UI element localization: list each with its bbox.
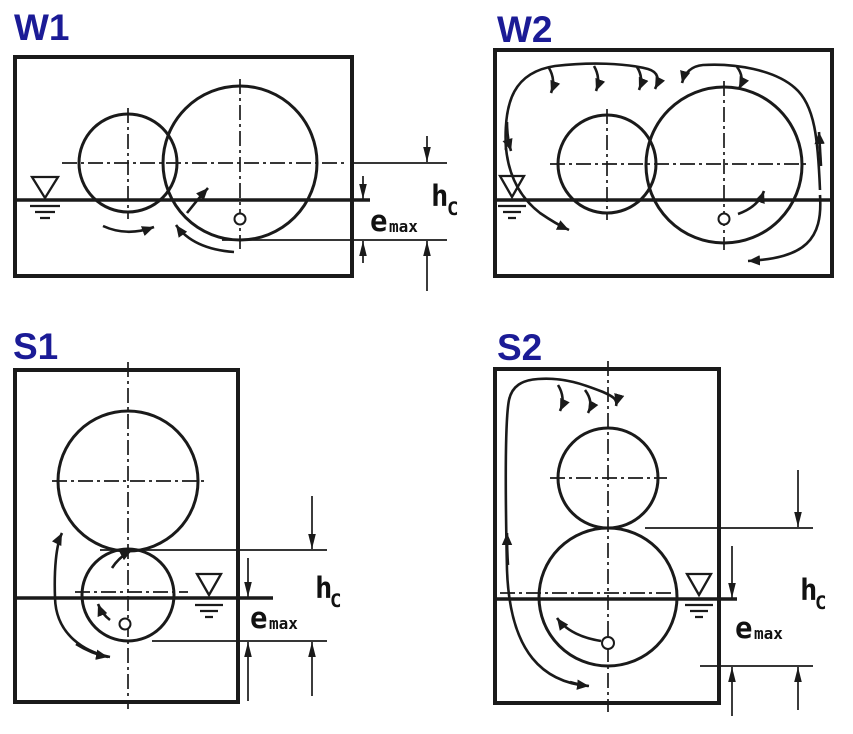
s1-hc-sub: C	[330, 590, 341, 612]
w2-oil-level-icon	[498, 174, 526, 220]
w2-flow-arrows	[502, 62, 825, 266]
s2-centerlines	[500, 361, 673, 712]
panel-s1-label: S1	[13, 326, 58, 367]
panel-w1-label: W1	[14, 7, 70, 48]
w1-shaft-point-marker	[233, 212, 247, 226]
s1-flow-arrows	[51, 532, 133, 660]
w1-housing	[13, 55, 354, 278]
s1-shaft-point-marker	[118, 617, 132, 631]
s2-oil-level-icon	[685, 572, 713, 619]
s1-housing	[13, 368, 240, 704]
s2-emax-label: e	[735, 611, 752, 645]
panel-w2: W2	[493, 9, 834, 278]
w2-centerlines	[550, 81, 806, 250]
s1-oil-level-icon	[195, 572, 223, 619]
s2-hc-sub: C	[815, 592, 826, 614]
s2-housing	[493, 367, 721, 705]
panel-s2-label: S2	[497, 327, 542, 368]
panel-w1: W1 h C e	[13, 7, 458, 291]
w1-flow-arrows	[102, 187, 235, 254]
s2-dimension-emax: e max	[728, 546, 783, 716]
w1-emax-label: e	[370, 204, 387, 238]
w1-hc-sub: C	[447, 198, 458, 220]
s1-emax-sub: max	[269, 614, 298, 633]
w1-dimension-hc: h C	[222, 136, 458, 291]
panel-s1: S1 h C	[13, 326, 341, 709]
w1-emax-sub: max	[389, 217, 418, 236]
s1-centerlines	[52, 362, 205, 709]
s2-emax-sub: max	[754, 624, 783, 643]
w2-shaft-point-marker	[717, 212, 731, 226]
w1-oil-level-icon	[29, 175, 61, 220]
s1-dimension-emax: e max	[244, 558, 298, 701]
w2-housing	[493, 48, 834, 278]
s2-hc-label: h	[800, 573, 817, 607]
s2-flow-arrows	[501, 377, 625, 690]
s2-dimension-hc: h C	[645, 470, 826, 710]
s1-dimension-hc: h C	[100, 496, 341, 696]
panel-w2-label: W2	[497, 9, 553, 50]
w1-centerlines	[62, 79, 345, 249]
s1-emax-label: e	[250, 601, 267, 635]
s2-shaft-point-marker	[601, 636, 615, 650]
s1-hc-label: h	[315, 571, 332, 605]
panel-s2: S2 h C	[493, 327, 826, 716]
w1-hc-label: h	[431, 179, 448, 213]
w1-dimension-emax: e max	[359, 176, 418, 263]
